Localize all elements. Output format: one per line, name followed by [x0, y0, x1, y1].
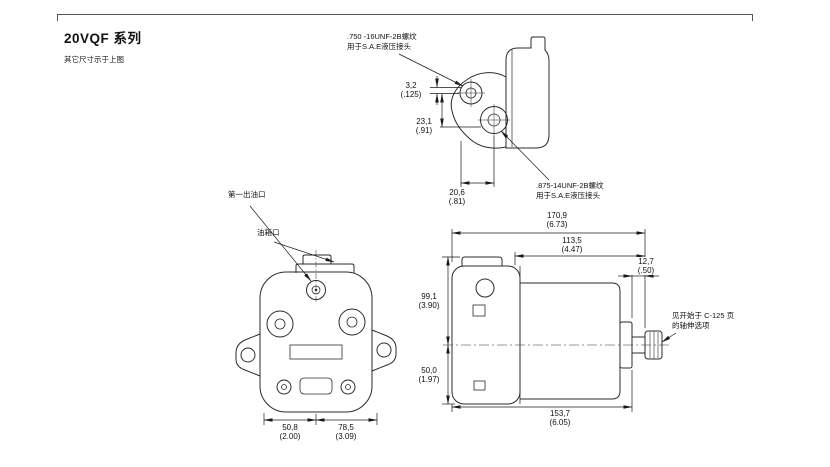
dim-front-right-inch: (3.09) [335, 432, 357, 442]
dim-body-length-inch: (4.47) [561, 245, 583, 255]
front-view-dimension-lines [249, 205, 378, 425]
dim-base-length-mm: 153,7 [549, 409, 571, 418]
dim-port-width-mm: 20,6 [449, 188, 465, 197]
page-subtitle: 其它尺寸示于上图 [64, 55, 124, 64]
page-border [57, 14, 753, 21]
side-view-dimension-lines [442, 229, 677, 412]
tank-port-label: 油箱口 [257, 228, 301, 238]
shaft-option-note-line2: 的轴伸选项 [672, 321, 710, 331]
shaft-option-note-line1: 见开始于 C-125 页 [672, 311, 735, 320]
dim-port-width: 20,6 (.81) [438, 188, 476, 207]
dim-overall-length-inch: (6.73) [546, 220, 568, 230]
dim-height-bottom-inch: (1.97) [418, 375, 440, 385]
tank-port-text: 油箱口 [257, 228, 280, 237]
dim-overall-length-mm: 170,9 [546, 211, 568, 220]
shaft-option-note: 见开始于 C-125 页 的轴伸选项 [672, 311, 760, 331]
dim-lip-inch: (.125) [400, 90, 422, 100]
dim-overall-length: 170,9 (6.73) [535, 211, 579, 230]
dim-height-bottom-mm: 50,0 [421, 366, 437, 375]
dim-collar-inch: (.50) [637, 266, 655, 276]
dim-lip: 3,2 (.125) [394, 81, 428, 100]
dim-depth: 23,1 (.91) [408, 117, 440, 136]
dim-base-length: 153,7 (6.05) [538, 409, 582, 428]
page-title: 20VQF 系列 [64, 31, 142, 46]
dim-height-top-inch: (3.90) [418, 301, 440, 311]
port-detail-dimension-lines [398, 53, 550, 187]
bottom-thread-note: .875-14UNF-2B螺纹 用于S.A.E液压接头 [536, 181, 658, 201]
dim-port-width-inch: (.81) [448, 197, 466, 207]
dim-height-top: 99,1 (3.90) [412, 292, 446, 311]
dim-lip-mm: 3,2 [405, 81, 417, 90]
dim-body-length-mm: 113,5 [562, 236, 582, 245]
port-detail-linework [450, 36, 550, 149]
dim-front-left-mm: 50,8 [282, 423, 298, 432]
dim-front-left-inch: (2.00) [279, 432, 301, 442]
dim-height-bottom: 50,0 (1.97) [412, 366, 446, 385]
dim-front-right-mm: 78,5 [338, 423, 354, 432]
bottom-thread-note-line1: .875-14UNF-2B螺纹 [536, 181, 604, 190]
top-thread-note: .750 -16UNF-2B螺纹 用于S.A.E液压接头 [347, 32, 469, 52]
first-outlet-label: 第一出油口 [228, 190, 292, 200]
top-thread-note-line2: 用于S.A.E液压接头 [347, 42, 412, 52]
dim-depth-mm: 23,1 [416, 117, 432, 126]
dim-height-top-mm: 99,1 [421, 292, 437, 301]
top-thread-note-line1: .750 -16UNF-2B螺纹 [347, 32, 417, 41]
bottom-thread-note-line2: 用于S.A.E液压接头 [536, 191, 601, 201]
dim-base-length-inch: (6.05) [549, 418, 571, 428]
dim-front-right: 78,5 (3.09) [324, 423, 368, 442]
first-outlet-text: 第一出油口 [228, 190, 266, 199]
dim-collar: 12,7 (.50) [628, 257, 664, 276]
dim-body-length: 113,5 (4.47) [550, 236, 594, 255]
dim-depth-inch: (.91) [415, 126, 433, 136]
front-view-linework [235, 250, 397, 413]
dim-front-left: 50,8 (2.00) [268, 423, 312, 442]
side-view-linework [443, 256, 672, 405]
dim-collar-mm: 12,7 [638, 257, 654, 266]
